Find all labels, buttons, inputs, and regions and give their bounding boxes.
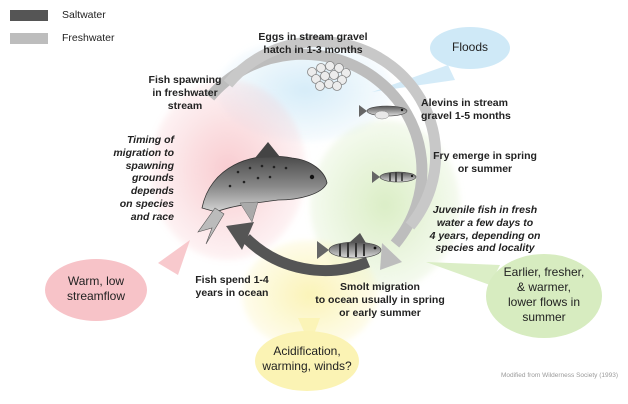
earlier-text: Earlier, fresher, & warmer, lower flows … <box>503 265 585 324</box>
saltwater-arc <box>242 234 371 276</box>
floods-pointer <box>372 65 455 92</box>
adult-fish-icon <box>197 142 328 245</box>
freshwater-arc-upper <box>223 36 442 230</box>
alevin-icon <box>359 105 408 120</box>
juvenile-label: Juvenile fish in fresh water a few days … <box>429 204 541 255</box>
legend-freshwater-label: Freshwater <box>62 32 115 44</box>
juvenile-fish-icon <box>317 233 382 259</box>
spawning-label: Fish spawning in freshwater stream <box>148 74 222 112</box>
saltwater-swatch <box>10 10 48 21</box>
timing-label: Timing of migration to spawning grounds … <box>113 134 174 223</box>
floods-bubble <box>430 27 510 69</box>
source-credit: Modified from Wilderness Society (1993) <box>500 372 618 379</box>
earlier-bubble <box>486 254 602 338</box>
legend-saltwater-label: Saltwater <box>62 9 106 21</box>
acidification-text: Acidification, warming, winds? <box>262 344 352 373</box>
earlier-pointer <box>426 262 500 285</box>
ocean-label: Fish spend 1-4 years in ocean <box>195 274 269 299</box>
warm-pointer <box>158 240 190 275</box>
floods-text: Floods <box>451 40 489 54</box>
freshwater-arrowhead <box>380 243 402 270</box>
warm-text: Warm, low streamflow <box>66 274 125 303</box>
acidification-bubble <box>255 331 359 391</box>
warm-bubble <box>45 259 147 321</box>
fry-label: Fry emerge in spring or summer <box>433 150 537 175</box>
saltwater-arrowhead <box>226 222 254 250</box>
eggs-label: Eggs in stream gravel hatch in 1-3 month… <box>258 31 368 56</box>
freshwater-swatch <box>10 33 48 44</box>
eggs-icon <box>307 61 351 91</box>
fry-icon <box>372 171 417 183</box>
alevins-label: Alevins in stream gravel 1-5 months <box>421 97 511 122</box>
smolt-label: Smolt migration to ocean usually in spri… <box>315 281 445 319</box>
